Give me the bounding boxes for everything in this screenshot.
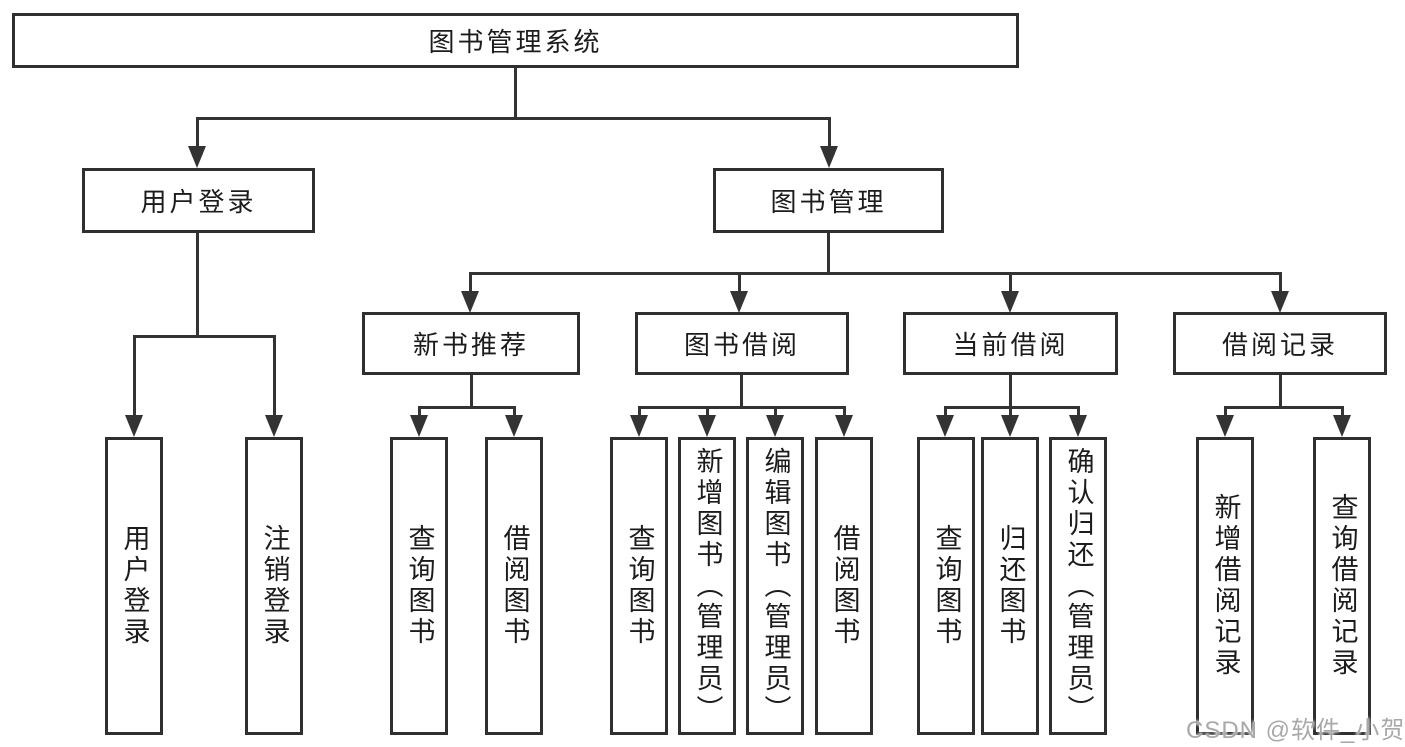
connector-root-login-shaft bbox=[196, 117, 199, 147]
node-borrow-record: 借阅记录 bbox=[1173, 312, 1387, 375]
connector-sec2-child2-shaft bbox=[706, 406, 709, 418]
connector-root-bar bbox=[196, 117, 830, 120]
node-book-borrow-label: 图书借阅 bbox=[683, 330, 800, 360]
node-leaf-borrow-books-1-label: 借阅图书 bbox=[499, 524, 530, 648]
connector-sec4-stem bbox=[1279, 375, 1282, 407]
arrowhead-down-icon bbox=[936, 415, 954, 437]
node-new-book-recommend: 新书推荐 bbox=[362, 312, 580, 375]
arrowhead-down-icon bbox=[766, 415, 784, 437]
node-leaf-add-books-admin-label: 新增图书（管理员） bbox=[692, 446, 723, 726]
connector-sec2-child1-shaft bbox=[638, 406, 641, 418]
connector-sec4-child2-shaft bbox=[1341, 406, 1344, 418]
arrowhead-down-icon bbox=[1001, 291, 1019, 313]
arrowhead-down-icon bbox=[461, 291, 479, 313]
connector-login-child1-shaft bbox=[133, 335, 136, 417]
arrowhead-down-icon bbox=[835, 415, 853, 437]
node-leaf-confirm-return-admin: 确认归还（管理员） bbox=[1049, 437, 1107, 735]
node-leaf-query-borrow-record: 查询借阅记录 bbox=[1313, 437, 1371, 735]
connector-sec4-child1-shaft bbox=[1224, 406, 1227, 418]
node-leaf-borrow-books-2-label: 借阅图书 bbox=[829, 524, 860, 648]
node-leaf-query-books-2: 查询图书 bbox=[610, 437, 668, 735]
connector-management-bar bbox=[469, 272, 1282, 275]
node-current-borrow-label: 当前借阅 bbox=[952, 330, 1069, 360]
connector-sec3-child3-shaft bbox=[1077, 406, 1080, 418]
connector-sec2-bar bbox=[638, 406, 845, 409]
node-user-login: 用户登录 bbox=[82, 168, 315, 233]
connector-sec2-child4-shaft bbox=[843, 406, 846, 418]
node-leaf-user-login: 用户登录 bbox=[105, 437, 163, 735]
connector-sec3-bar bbox=[944, 406, 1080, 409]
connector-sec3-child1-shaft bbox=[944, 406, 947, 418]
arrowhead-down-icon bbox=[188, 146, 206, 168]
arrowhead-down-icon bbox=[125, 415, 143, 437]
node-leaf-return-books: 归还图书 bbox=[981, 437, 1039, 735]
connector-sec2-child3-shaft bbox=[774, 406, 777, 418]
connector-sec3-stem bbox=[1009, 375, 1012, 407]
connector-root-management-shaft bbox=[828, 117, 831, 147]
node-book-management-label: 图书管理 bbox=[770, 187, 887, 217]
node-leaf-return-books-label: 归还图书 bbox=[995, 524, 1026, 648]
connector-management-sec3-shaft bbox=[1009, 272, 1012, 294]
node-borrow-record-label: 借阅记录 bbox=[1221, 330, 1338, 360]
connector-management-stem bbox=[827, 233, 830, 273]
arrowhead-down-icon bbox=[820, 146, 838, 168]
node-leaf-query-books-3-label: 查询图书 bbox=[931, 524, 962, 648]
node-book-borrow: 图书借阅 bbox=[635, 312, 849, 375]
connector-login-bar bbox=[133, 335, 275, 338]
node-leaf-edit-books-admin: 编辑图书（管理员） bbox=[746, 437, 804, 735]
arrowhead-down-icon bbox=[698, 415, 716, 437]
node-leaf-query-books-3: 查询图书 bbox=[917, 437, 975, 735]
node-current-borrow: 当前借阅 bbox=[903, 312, 1118, 375]
node-leaf-query-books-2-label: 查询图书 bbox=[624, 524, 655, 648]
arrowhead-down-icon bbox=[1069, 415, 1087, 437]
node-user-login-label: 用户登录 bbox=[140, 187, 257, 217]
node-book-management: 图书管理 bbox=[713, 168, 944, 233]
node-leaf-confirm-return-admin-label: 确认归还（管理员） bbox=[1063, 446, 1094, 726]
connector-login-child2-shaft bbox=[273, 335, 276, 417]
connector-sec1-bar bbox=[418, 406, 516, 409]
node-root: 图书管理系统 bbox=[12, 13, 1019, 68]
connector-sec1-stem bbox=[470, 375, 473, 407]
connector-sec2-stem bbox=[740, 375, 743, 407]
arrowhead-down-icon bbox=[505, 415, 523, 437]
arrowhead-down-icon bbox=[410, 415, 428, 437]
arrowhead-down-icon bbox=[1271, 291, 1289, 313]
node-leaf-add-borrow-record-label: 新增借阅记录 bbox=[1210, 493, 1241, 679]
node-root-label: 图书管理系统 bbox=[428, 27, 603, 57]
node-leaf-borrow-books-1: 借阅图书 bbox=[485, 437, 543, 735]
node-leaf-query-borrow-record-label: 查询借阅记录 bbox=[1327, 493, 1358, 679]
csdn-watermark: CSDN @软件_小贺同学 bbox=[1186, 717, 1405, 744]
connector-management-sec4-shaft bbox=[1279, 272, 1282, 294]
arrowhead-down-icon bbox=[630, 415, 648, 437]
connector-root-stem bbox=[514, 68, 517, 117]
node-leaf-edit-books-admin-label: 编辑图书（管理员） bbox=[760, 446, 791, 726]
connector-sec3-child2-shaft bbox=[1009, 406, 1012, 418]
node-leaf-add-borrow-record: 新增借阅记录 bbox=[1196, 437, 1254, 735]
node-leaf-logout-label: 注销登录 bbox=[259, 524, 290, 648]
arrowhead-down-icon bbox=[1333, 415, 1351, 437]
node-leaf-query-books-1-label: 查询图书 bbox=[404, 524, 435, 648]
arrowhead-down-icon bbox=[1216, 415, 1234, 437]
connector-sec1-child1-shaft bbox=[418, 406, 421, 418]
connector-sec1-child2-shaft bbox=[513, 406, 516, 418]
arrowhead-down-icon bbox=[1001, 415, 1019, 437]
arrowhead-down-icon bbox=[265, 415, 283, 437]
arrowhead-down-icon bbox=[730, 291, 748, 313]
node-leaf-user-login-label: 用户登录 bbox=[119, 524, 150, 648]
connector-sec4-bar bbox=[1224, 406, 1344, 409]
node-leaf-add-books-admin: 新增图书（管理员） bbox=[678, 437, 736, 735]
node-leaf-borrow-books-2: 借阅图书 bbox=[815, 437, 873, 735]
connector-management-sec2-shaft bbox=[738, 272, 741, 294]
node-new-book-recommend-label: 新书推荐 bbox=[412, 330, 529, 360]
node-leaf-logout: 注销登录 bbox=[245, 437, 303, 735]
node-leaf-query-books-1: 查询图书 bbox=[390, 437, 448, 735]
connector-login-stem bbox=[196, 232, 199, 335]
connector-management-sec1-shaft bbox=[469, 272, 472, 294]
